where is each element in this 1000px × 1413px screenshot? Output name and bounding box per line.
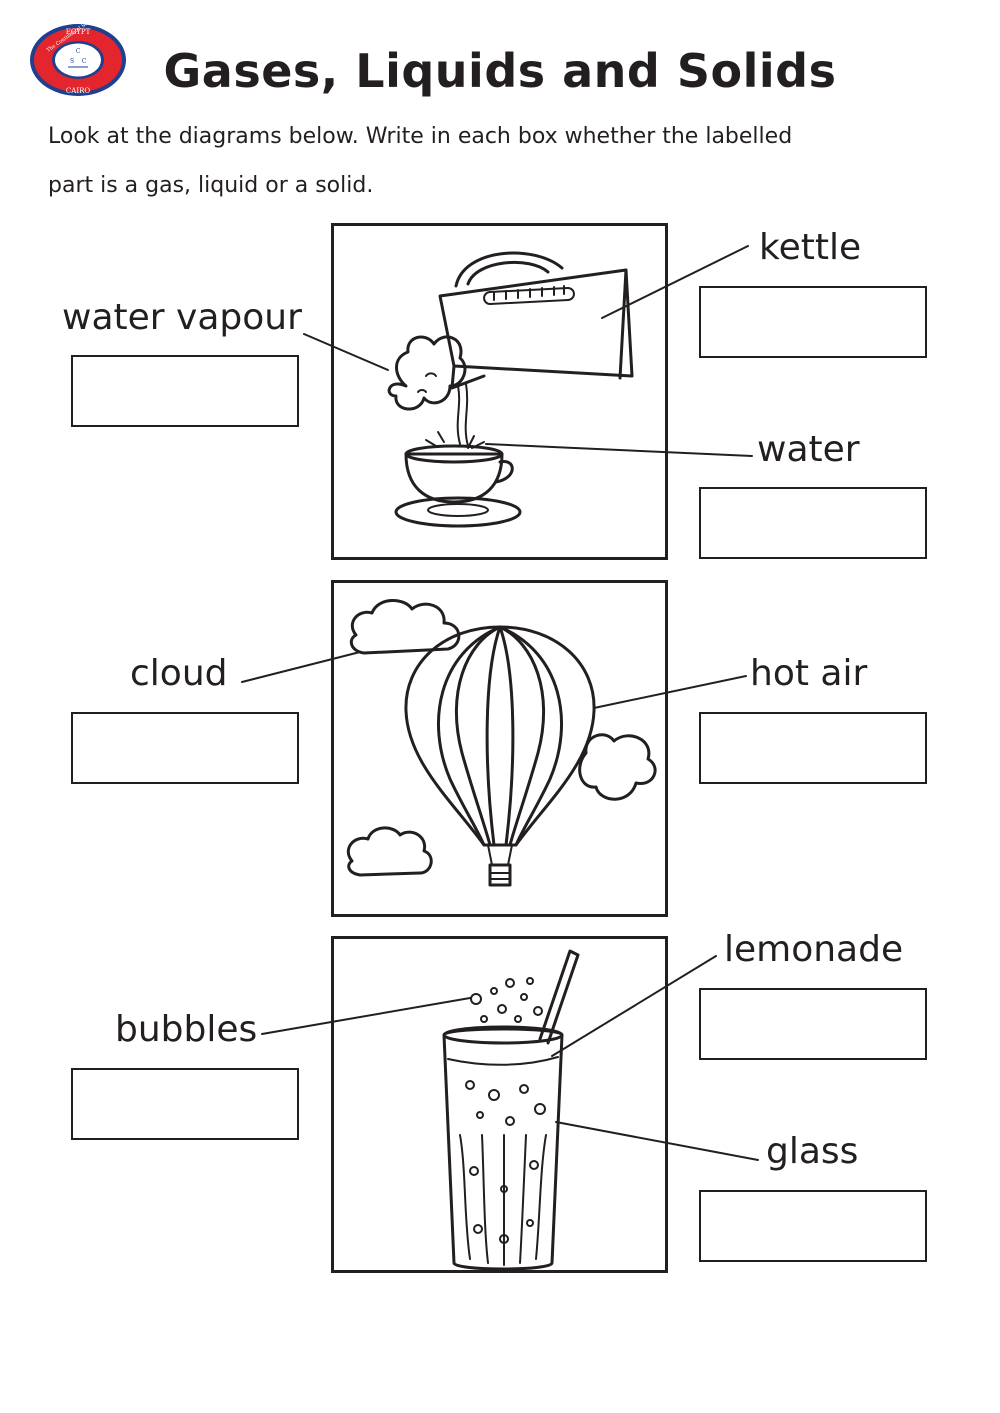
answer-box-kettle[interactable] (699, 286, 927, 358)
cloud-bottom-left (346, 826, 433, 877)
answer-box-bubbles[interactable] (71, 1068, 299, 1140)
bubbles-group (465, 977, 546, 1244)
balloon-diagram-frame (331, 580, 668, 917)
label-kettle: kettle (759, 227, 862, 268)
answer-box-lemonade[interactable] (699, 988, 927, 1060)
answer-box-hot-air[interactable] (699, 712, 927, 784)
answer-box-cloud[interactable] (71, 712, 299, 784)
lemonade-diagram-frame (331, 936, 668, 1273)
svg-text:EGYPT: EGYPT (66, 28, 91, 36)
label-water-vapour: water vapour (62, 297, 302, 338)
answer-box-glass[interactable] (699, 1190, 927, 1262)
label-water: water (757, 429, 860, 470)
svg-text:C: C (76, 48, 81, 55)
label-lemonade: lemonade (724, 929, 904, 970)
kettle-pouring-icon (387, 251, 634, 528)
svg-text:C: C (82, 58, 87, 65)
svg-text:CAIRO: CAIRO (66, 87, 90, 95)
school-logo-icon: EGYPT CAIRO The Continental School C S C (30, 22, 126, 96)
kettle-diagram-frame (331, 223, 668, 560)
label-cloud: cloud (130, 653, 228, 694)
instructions-line-2: part is a gas, liquid or a solid. (48, 173, 374, 198)
hot-air-balloon-icon (346, 599, 657, 887)
svg-text:S: S (70, 58, 74, 65)
answer-box-water-vapour[interactable] (71, 355, 299, 427)
instructions-line-1: Look at the diagrams below. Write in eac… (48, 124, 793, 149)
cloud-right (578, 733, 657, 801)
lemonade-glass-icon (442, 949, 580, 1271)
cloud-top-left (349, 599, 461, 655)
answer-box-water[interactable] (699, 487, 927, 559)
label-glass: glass (766, 1131, 859, 1172)
page-title: Gases, Liquids and Solids (163, 44, 837, 98)
label-bubbles: bubbles (115, 1009, 258, 1050)
label-hot-air: hot air (750, 653, 868, 694)
